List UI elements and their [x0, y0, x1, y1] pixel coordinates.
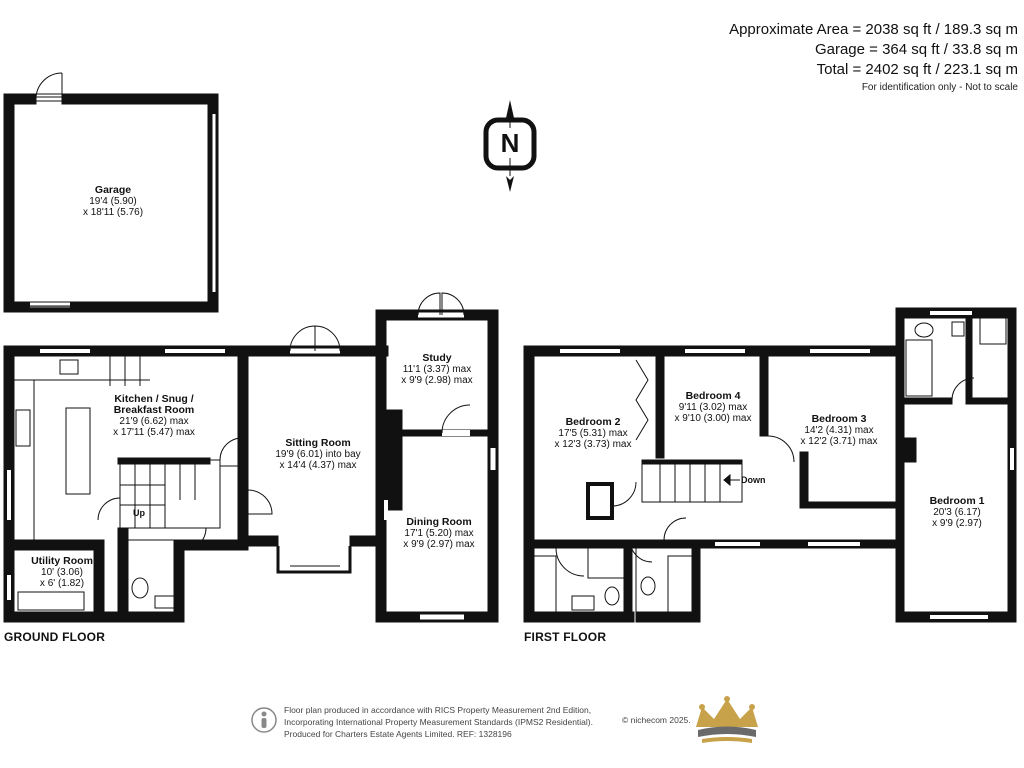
- copyright: © nichecom 2025.: [622, 715, 691, 725]
- stairs-up-label: Up: [133, 508, 145, 518]
- room-name: Kitchen / Snug /: [114, 393, 194, 405]
- room-dims: 19'9 (6.01) into bay: [275, 449, 361, 460]
- room-bedroom-3: Bedroom 3 14'2 (4.31) max x 12'2 (3.71) …: [800, 413, 878, 448]
- room-bedroom-1: Bedroom 1 20'3 (6.17) x 9'9 (2.97): [929, 495, 985, 530]
- room-dims: 21'9 (6.62) max: [119, 416, 189, 427]
- room-sitting: Sitting Room 19'9 (6.01) into bay x 14'4…: [275, 437, 361, 472]
- ground-floor-label: GROUND FLOOR: [4, 630, 106, 644]
- room-name: Garage: [94, 184, 132, 196]
- room-name: Breakfast Room: [113, 404, 195, 416]
- room-garage: Garage 19'4 (5.90) x 18'11 (5.76): [82, 184, 144, 219]
- approx-area: Approximate Area = 2038 sq ft / 189.3 sq…: [729, 21, 1018, 38]
- room-name: Bedroom 1: [929, 495, 985, 507]
- garage-area: Garage = 364 sq ft / 33.8 sq m: [814, 41, 1018, 58]
- room-name: Bedroom 2: [565, 416, 621, 428]
- room-kitchen: Kitchen / Snug / Breakfast Room 21'9 (6.…: [113, 393, 195, 439]
- room-dims: x 18'11 (5.76): [82, 207, 144, 218]
- room-dims: x 9'9 (2.98) max: [401, 375, 473, 386]
- footer-text: Floor plan produced in accordance with R…: [284, 704, 593, 740]
- first-floor-walls: [523, 307, 1017, 623]
- room-name: Bedroom 3: [811, 413, 867, 425]
- stairs-down-label: Down: [741, 475, 766, 485]
- room-dims: x 12'2 (3.71) max: [800, 436, 878, 447]
- room-dims: 19'4 (5.90): [89, 196, 137, 207]
- room-name: Bedroom 4: [685, 390, 741, 402]
- room-dims: x 9'9 (2.97): [932, 518, 982, 529]
- room-dims: x 9'10 (3.00) max: [674, 413, 752, 424]
- room-study: Study 11'1 (3.37) max x 9'9 (2.98) max: [401, 352, 473, 387]
- room-dims: x 17'11 (5.47) max: [113, 427, 195, 438]
- room-dims: x 12'3 (3.73) max: [554, 439, 632, 450]
- room-dims: x 6' (1.82): [39, 578, 85, 589]
- crown-logo-icon: [696, 696, 758, 743]
- room-dims: 17'1 (5.20) max: [404, 528, 474, 539]
- room-dining: Dining Room 17'1 (5.20) max x 9'9 (2.97)…: [403, 516, 475, 551]
- room-dims: x 9'9 (2.97) max: [403, 539, 475, 550]
- room-utility: Utility Room 10' (3.06) x 6' (1.82): [31, 556, 93, 589]
- room-name: Study: [422, 352, 452, 364]
- first-floor-label: FIRST FLOOR: [524, 630, 607, 644]
- room-dims: 17'5 (5.31) max: [558, 428, 628, 439]
- person-info-icon: [251, 707, 277, 733]
- footer-line: Produced for Charters Estate Agents Limi…: [284, 729, 512, 739]
- room-name: Dining Room: [406, 516, 472, 528]
- identification-note: For identification only - Not to scale: [861, 82, 1018, 93]
- ground-floor-walls: [3, 292, 499, 623]
- room-bedroom-4: Bedroom 4 9'11 (3.02) max x 9'10 (3.00) …: [674, 390, 752, 425]
- compass-letter: N: [498, 128, 522, 158]
- footer-line: Floor plan produced in accordance with R…: [284, 705, 592, 715]
- garage-walls: [3, 72, 219, 313]
- room-name: Sitting Room: [285, 437, 351, 449]
- room-bedroom-2: Bedroom 2 17'5 (5.31) max x 12'3 (3.73) …: [554, 416, 632, 451]
- room-dims: x 14'4 (4.37) max: [279, 460, 357, 471]
- total-area: Total = 2402 sq ft / 223.1 sq m: [816, 61, 1018, 78]
- room-dims: 10' (3.06): [41, 567, 83, 578]
- room-dims: 20'3 (6.17): [933, 507, 981, 518]
- area-summary: Approximate Area = 2038 sq ft / 189.3 sq…: [729, 20, 1018, 96]
- room-name: Utility Room: [31, 555, 93, 567]
- footer-line: Incorporating International Property Mea…: [284, 717, 593, 727]
- room-dims: 9'11 (3.02) max: [678, 402, 748, 413]
- room-dims: 11'1 (3.37) max: [402, 364, 472, 375]
- room-dims: 14'2 (4.31) max: [804, 425, 874, 436]
